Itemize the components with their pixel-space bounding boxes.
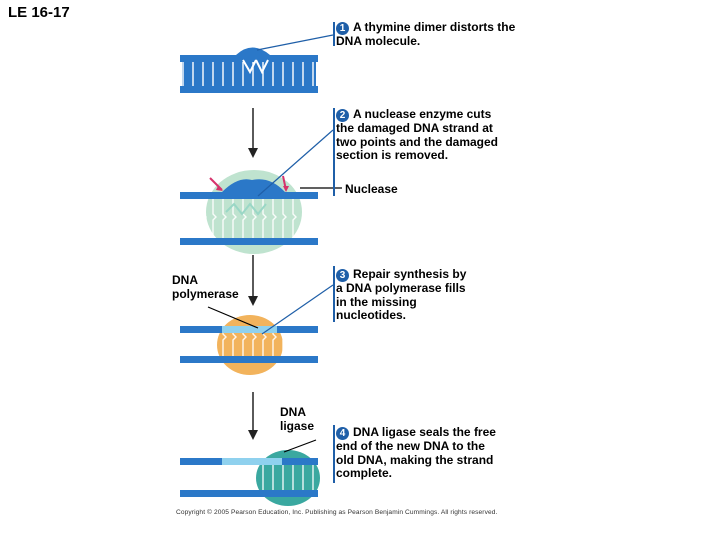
step-number-badge: 1 [336, 22, 349, 35]
arrow-down-icon [248, 296, 258, 306]
dna-panel-3 [180, 306, 318, 375]
excised-segment [222, 179, 285, 192]
nuclease-label: Nuclease [344, 182, 399, 196]
dna-polymerase-label: DNA polymerase [172, 273, 239, 301]
step-number-badge: 3 [336, 269, 349, 282]
step-number-badge: 4 [336, 427, 349, 440]
dna-panel-4 [180, 439, 320, 506]
dna-ligase-label: DNA ligase [280, 405, 315, 433]
step-4-text: DNA ligase seals the free end of the new… [336, 425, 496, 480]
thymine-dimer [242, 59, 269, 75]
leader-lines [256, 34, 334, 335]
figure-title: LE 16-17 [8, 4, 70, 21]
dna-panel-2 [180, 170, 342, 254]
step-1-text: A thymine dimer distorts the DNA molecul… [336, 20, 516, 48]
step-number-badge: 2 [336, 109, 349, 122]
step-3-text: Repair synthesis by a DNA polymerase fil… [336, 267, 467, 322]
step-2-text: A nuclease enzyme cuts the damaged DNA s… [336, 107, 499, 162]
distortion-bulge [236, 47, 270, 55]
arrow-down-icon [248, 430, 258, 440]
dna-panel-1 [180, 47, 318, 93]
copyright-notice: Copyright © 2005 Pearson Education, Inc.… [176, 509, 498, 516]
new-dna-segment [222, 326, 277, 333]
arrow-down-icon [248, 148, 258, 158]
